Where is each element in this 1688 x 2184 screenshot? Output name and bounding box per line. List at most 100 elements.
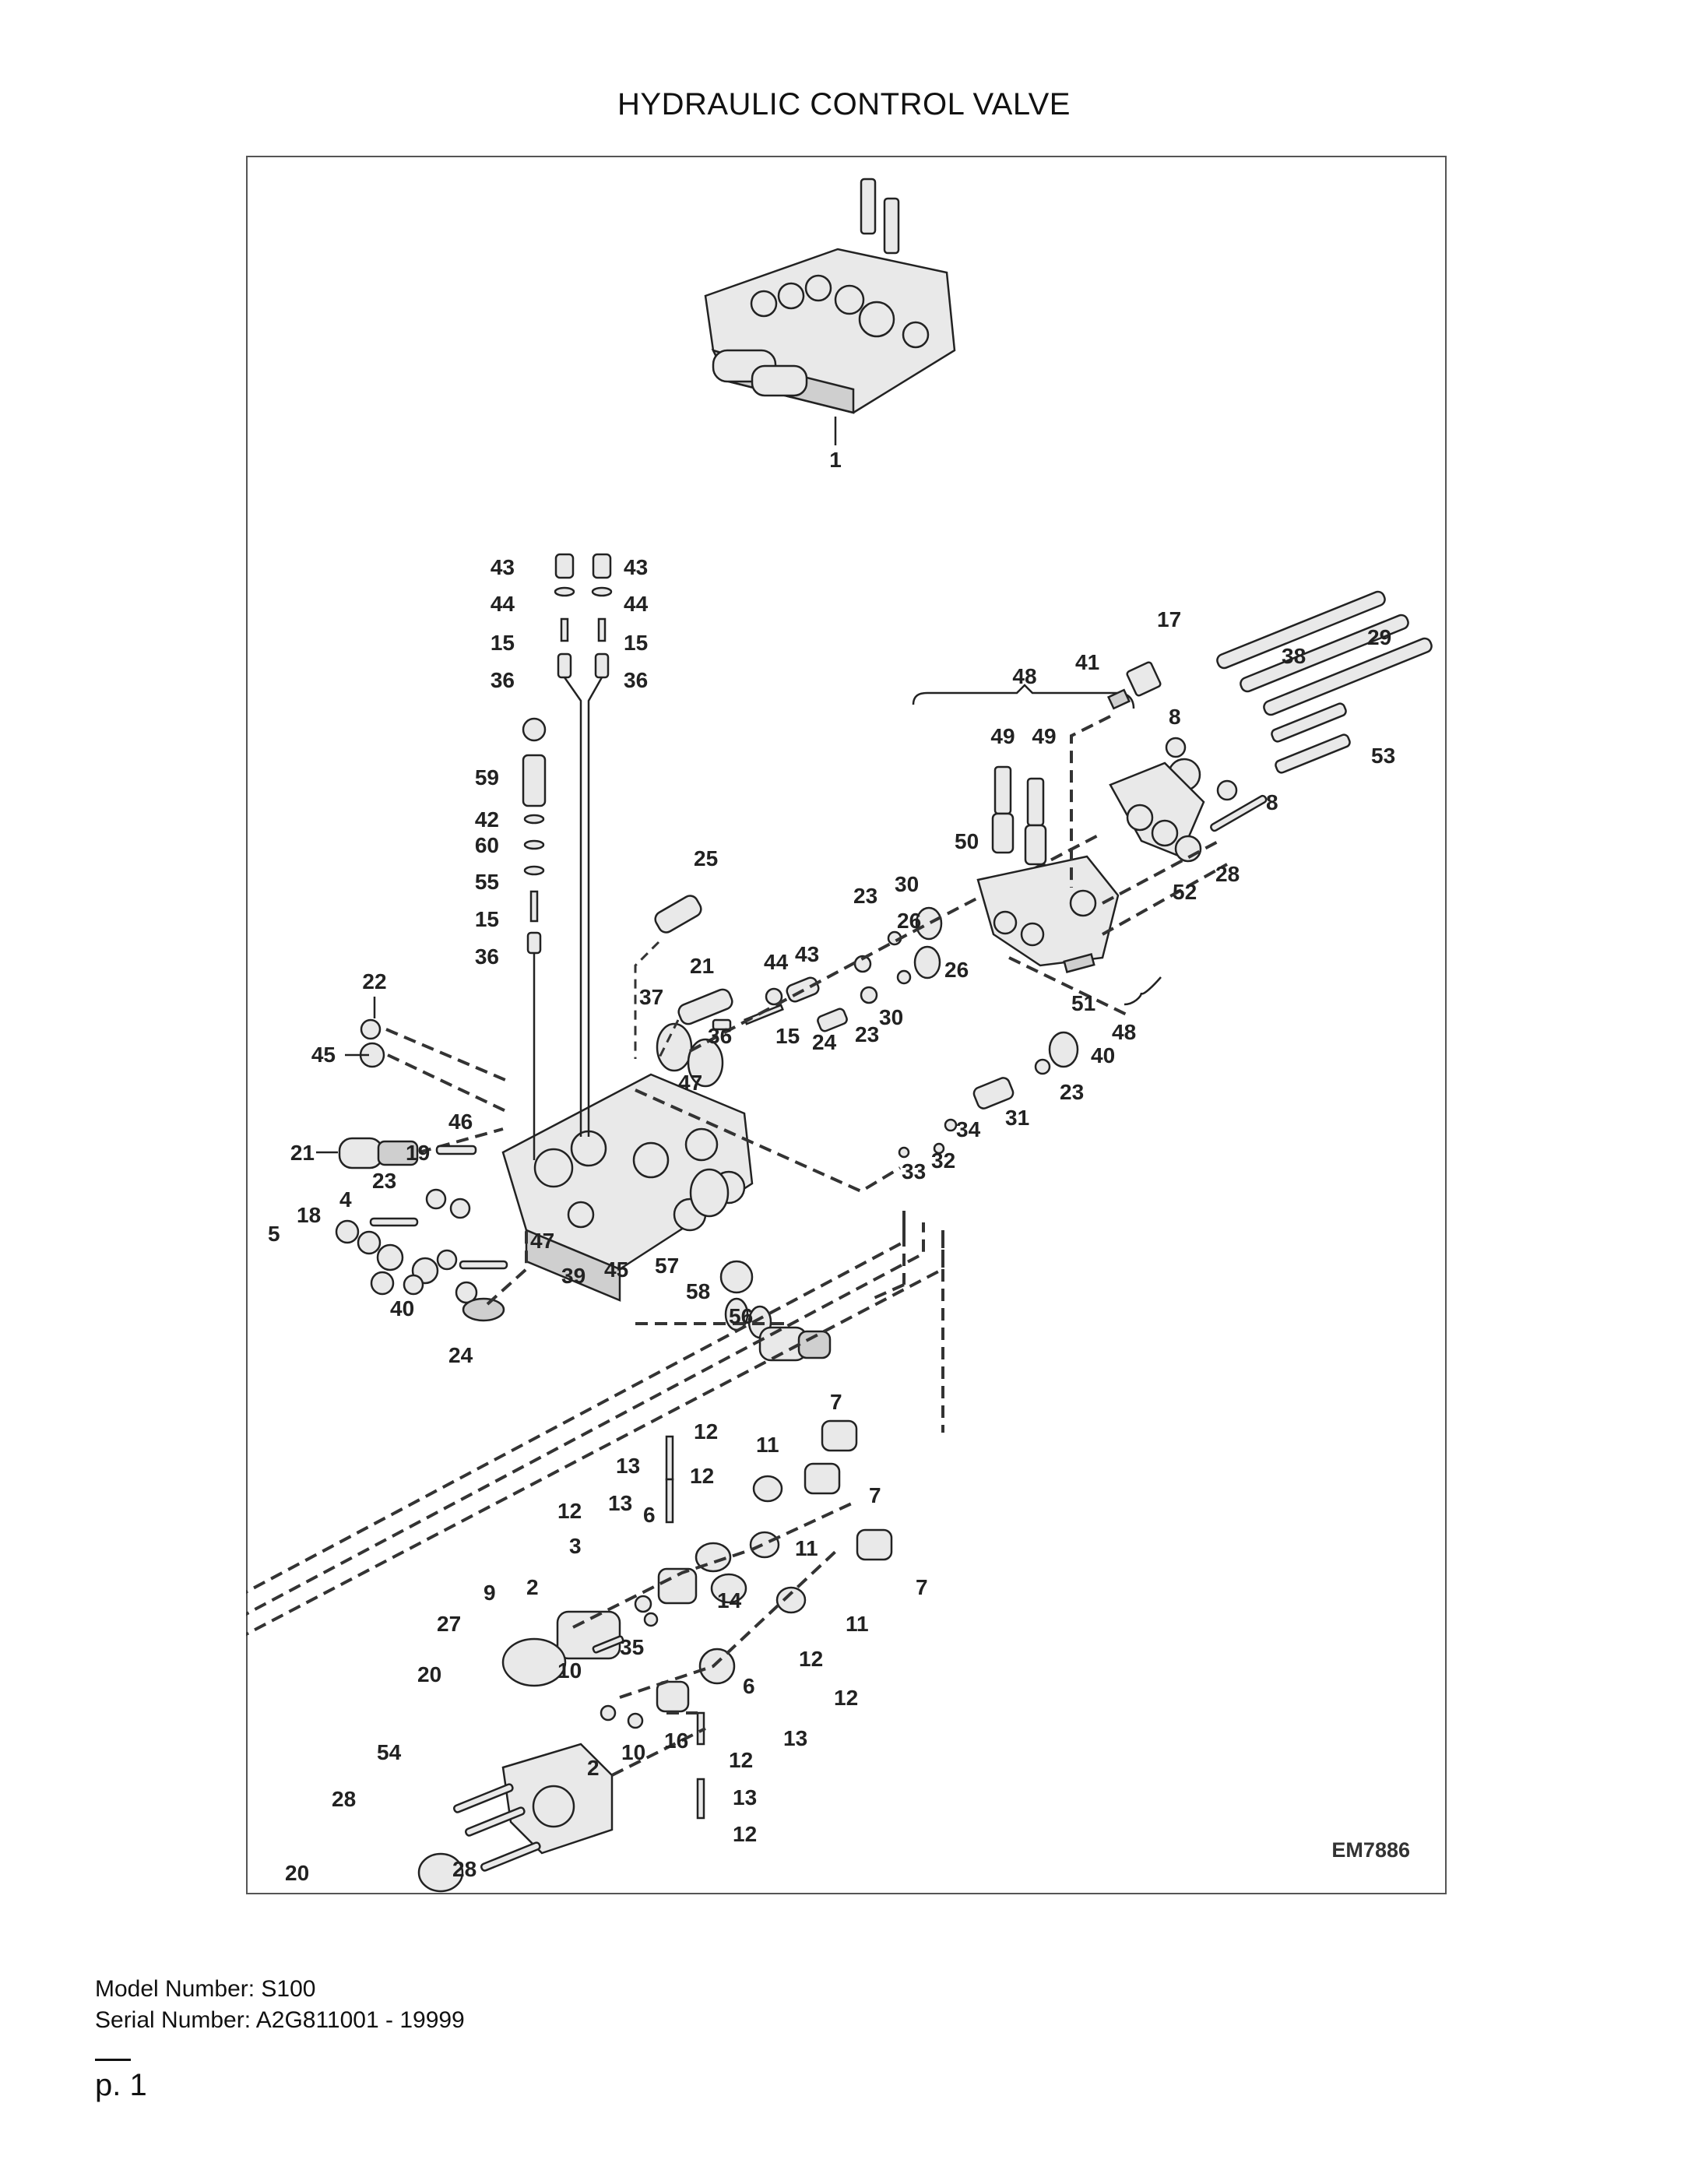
callout-23: 23 — [855, 1022, 879, 1046]
callout-12: 12 — [834, 1686, 858, 1710]
left-side-parts — [316, 997, 528, 1322]
callout-11: 11 — [756, 1433, 779, 1457]
page-rule — [95, 2059, 131, 2061]
callout-33: 33 — [902, 1159, 926, 1183]
callout-28: 28 — [452, 1857, 477, 1881]
callout-11: 11 — [846, 1612, 869, 1636]
relief-valve-parts — [635, 1031, 1079, 1194]
callout-35: 35 — [620, 1635, 644, 1659]
callout-12: 12 — [694, 1419, 718, 1444]
callout-20: 20 — [285, 1861, 309, 1885]
callout-40: 40 — [390, 1296, 414, 1321]
callout-45: 45 — [311, 1043, 336, 1067]
callout-43: 43 — [491, 555, 515, 579]
callout-9: 9 — [484, 1581, 496, 1605]
callout-48: 48 — [1112, 1020, 1136, 1044]
callout-2: 2 — [526, 1575, 539, 1599]
callout-30: 30 — [879, 1005, 903, 1029]
callout-15: 15 — [775, 1024, 800, 1048]
callout-26: 26 — [944, 958, 969, 982]
callout-44: 44 — [764, 950, 789, 974]
callout-13: 13 — [783, 1726, 807, 1750]
callout-30: 30 — [895, 872, 919, 896]
callout-12: 12 — [729, 1748, 753, 1772]
port-fittings — [634, 895, 733, 1060]
callout-59: 59 — [475, 765, 499, 790]
callout-23: 23 — [853, 884, 877, 908]
page-title: HYDRAULIC CONTROL VALVE — [617, 87, 1071, 121]
spool-end-parts — [501, 1419, 893, 1820]
top-stack-fittings — [554, 553, 613, 1137]
callout-58: 58 — [686, 1279, 710, 1303]
callout-15: 15 — [475, 907, 499, 931]
callout-8: 8 — [1266, 790, 1278, 814]
exploded-parts-diagram: 1 — [246, 178, 1433, 1893]
callout-7: 7 — [830, 1390, 842, 1414]
callout-labels: 43 43 44 44 15 15 36 36 59 42 60 55 15 3… — [268, 555, 1395, 1885]
callout-55: 55 — [475, 870, 499, 894]
upper-right-block — [912, 684, 1162, 1018]
valve-assembly-image — [704, 178, 956, 445]
callout-7: 7 — [869, 1483, 881, 1507]
callout-29: 29 — [1367, 625, 1391, 649]
callout-34: 34 — [956, 1117, 981, 1141]
callout-40: 40 — [1091, 1043, 1115, 1067]
callout-28: 28 — [1215, 862, 1240, 886]
callout-44: 44 — [491, 592, 515, 616]
callout-4: 4 — [339, 1187, 352, 1212]
callout-42: 42 — [475, 807, 499, 832]
callout-3: 3 — [569, 1534, 582, 1558]
callout-23: 23 — [372, 1169, 396, 1193]
callout-12: 12 — [733, 1822, 757, 1846]
callout-24: 24 — [448, 1343, 473, 1367]
callout-16: 16 — [664, 1729, 688, 1753]
callout-28: 28 — [332, 1787, 356, 1811]
callout-18: 18 — [297, 1203, 321, 1227]
callout-17: 17 — [1157, 607, 1181, 631]
callout-50: 50 — [955, 829, 979, 853]
callout-41: 41 — [1075, 650, 1099, 674]
page-number: p. 1 — [95, 2068, 147, 2102]
callout-49: 49 — [990, 724, 1015, 748]
callout-32: 32 — [931, 1148, 955, 1173]
spool-guide-dashes — [246, 1211, 944, 1637]
callout-56: 56 — [729, 1304, 753, 1328]
callout-36: 36 — [708, 1024, 732, 1048]
left-stack-fittings — [522, 717, 547, 1160]
callout-6: 6 — [643, 1503, 656, 1527]
callout-15: 15 — [624, 631, 648, 655]
callout-36: 36 — [475, 944, 499, 969]
callout-43: 43 — [624, 555, 648, 579]
callout-57: 57 — [655, 1254, 679, 1278]
callout-10: 10 — [557, 1658, 582, 1683]
callout-21: 21 — [290, 1141, 315, 1165]
callout-48: 48 — [1012, 664, 1036, 688]
callout-36: 36 — [624, 668, 648, 692]
callout-60: 60 — [475, 833, 499, 857]
callout-13: 13 — [733, 1785, 757, 1809]
callout-22: 22 — [362, 969, 386, 994]
callout-52: 52 — [1173, 880, 1197, 904]
spool-assembly — [1070, 590, 1433, 936]
callout-49: 49 — [1032, 724, 1056, 748]
callout-31: 31 — [1005, 1106, 1029, 1130]
callout-45: 45 — [604, 1257, 628, 1282]
callout-26: 26 — [897, 909, 921, 933]
callout-38: 38 — [1282, 644, 1306, 668]
callout-47: 47 — [530, 1229, 554, 1253]
callout-53: 53 — [1371, 744, 1395, 768]
callout-12: 12 — [557, 1499, 582, 1523]
callout-39: 39 — [561, 1264, 586, 1288]
callout-5: 5 — [268, 1222, 280, 1246]
callout-19: 19 — [406, 1141, 430, 1165]
callout-13: 13 — [616, 1454, 640, 1478]
callout-36: 36 — [491, 668, 515, 692]
callout-8: 8 — [1169, 705, 1181, 729]
callout-23: 23 — [1060, 1080, 1084, 1104]
callout-46: 46 — [448, 1110, 473, 1134]
callout-13: 13 — [608, 1491, 632, 1515]
callout-10: 10 — [621, 1740, 645, 1764]
callout-11: 11 — [795, 1536, 818, 1560]
callout-44: 44 — [624, 592, 649, 616]
callout-20: 20 — [417, 1662, 441, 1686]
